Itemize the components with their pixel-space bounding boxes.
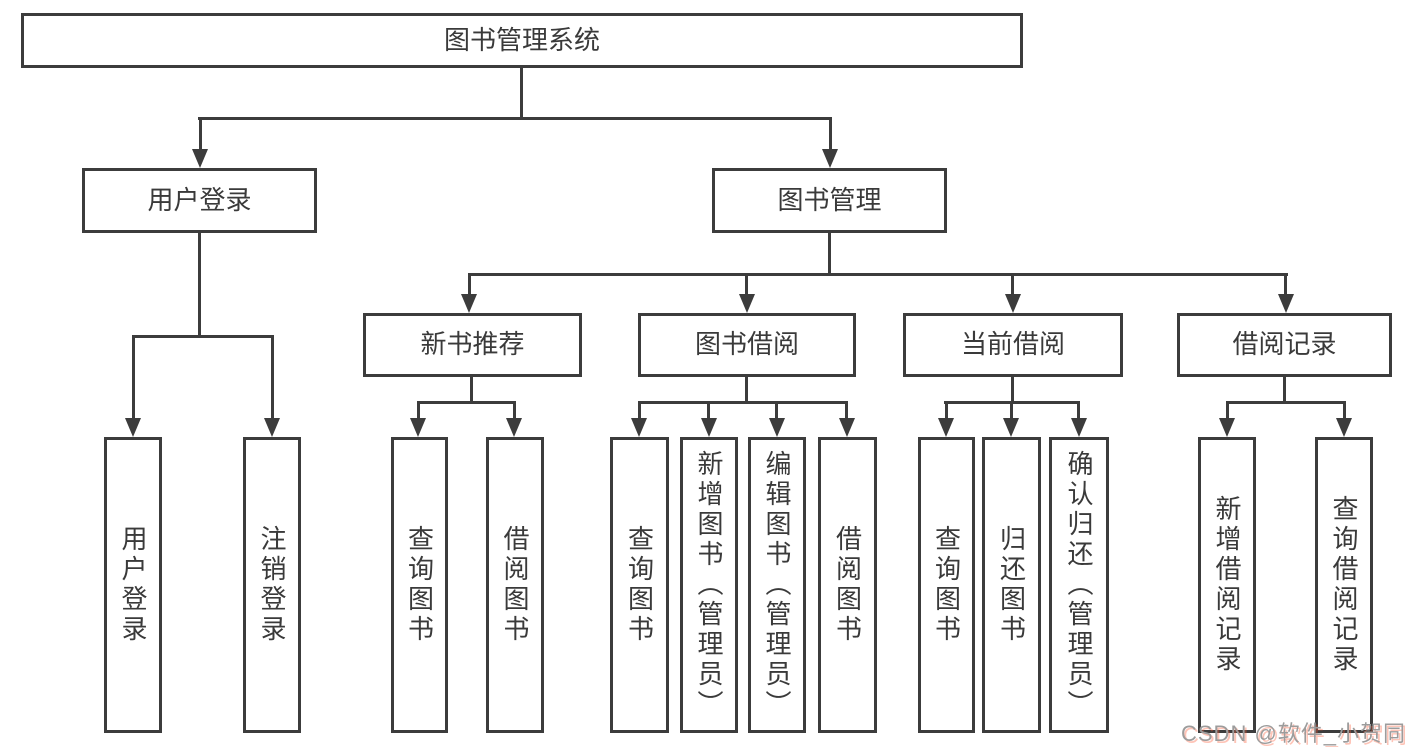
leaf-return-books: 归还图书 (982, 437, 1041, 733)
arrow-down-icon (822, 149, 838, 168)
leaf-query-books-borrow: 查询图书 (610, 437, 669, 733)
arrow-down-icon (938, 418, 954, 437)
csdn-watermark: CSDN @软件_小贺同学 (1181, 721, 1405, 746)
connector-vline (745, 273, 748, 296)
connector-vline (271, 335, 274, 419)
connector-vline (828, 233, 831, 275)
connector-hline (198, 117, 832, 120)
leaf-query-books-current: 查询图书 (918, 437, 975, 733)
connector-vline (199, 117, 202, 150)
connector-vline (468, 273, 471, 296)
leaf-borrow-books: 借阅图书 (818, 437, 877, 733)
connector-vline (745, 377, 748, 403)
connector-vline (1010, 401, 1013, 420)
arrow-down-icon (461, 294, 477, 313)
leaf-add-books-admin: 新增图书（管理员） (680, 437, 738, 733)
connector-vline (470, 377, 473, 403)
leaf-borrow-books-recommend: 借阅图书 (486, 437, 544, 733)
connector-vline (520, 68, 523, 118)
connector-hline (417, 401, 516, 404)
arrow-down-icon (1336, 418, 1352, 437)
node-borrowing-records: 借阅记录 (1177, 313, 1392, 377)
connector-vline (638, 401, 641, 420)
arrow-down-icon (192, 149, 208, 168)
leaf-logout: 注销登录 (243, 437, 301, 733)
node-book-management: 图书管理 (712, 168, 947, 233)
connector-vline (845, 401, 848, 420)
leaf-add-borrow-record: 新增借阅记录 (1198, 437, 1256, 733)
connector-vline (829, 117, 832, 150)
connector-vline (1077, 401, 1080, 420)
connector-vline (775, 401, 778, 420)
connector-vline (513, 401, 516, 420)
connector-vline (417, 401, 420, 420)
connector-vline (1011, 273, 1014, 296)
connector-hline (132, 335, 274, 338)
leaf-edit-books-admin: 编辑图书（管理员） (748, 437, 806, 733)
arrow-down-icon (506, 418, 522, 437)
arrow-down-icon (1005, 294, 1021, 313)
arrow-down-icon (769, 418, 785, 437)
leaf-user-login: 用户登录 (104, 437, 162, 733)
node-new-book-recommend: 新书推荐 (363, 313, 582, 377)
connector-vline (707, 401, 710, 420)
arrow-down-icon (839, 418, 855, 437)
leaf-confirm-return-admin: 确认归还（管理员） (1049, 437, 1109, 733)
connector-vline (1343, 401, 1346, 420)
connector-hline (1226, 401, 1345, 404)
arrow-down-icon (410, 418, 426, 437)
arrow-down-icon (739, 294, 755, 313)
arrow-down-icon (701, 418, 717, 437)
arrow-down-icon (631, 418, 647, 437)
connector-vline (1011, 377, 1014, 403)
leaf-query-books-recommend: 查询图书 (391, 437, 448, 733)
connector-vline (1283, 377, 1286, 403)
arrow-down-icon (125, 418, 141, 437)
arrow-down-icon (1219, 418, 1235, 437)
connector-vline (1226, 401, 1229, 420)
node-book-borrowing: 图书借阅 (638, 313, 856, 377)
arrow-down-icon (1071, 418, 1087, 437)
arrow-down-icon (1003, 418, 1019, 437)
leaf-query-borrow-record: 查询借阅记录 (1315, 437, 1373, 733)
connector-vline (132, 335, 135, 419)
node-root: 图书管理系统 (21, 13, 1023, 68)
connector-vline (1284, 273, 1287, 296)
arrow-down-icon (264, 418, 280, 437)
connector-hline (468, 273, 1288, 276)
node-current-borrowing: 当前借阅 (903, 313, 1123, 377)
connector-vline (945, 401, 948, 420)
node-user-login: 用户登录 (82, 168, 317, 233)
connector-vline (198, 233, 201, 337)
arrow-down-icon (1278, 294, 1294, 313)
connector-hline (638, 401, 848, 404)
